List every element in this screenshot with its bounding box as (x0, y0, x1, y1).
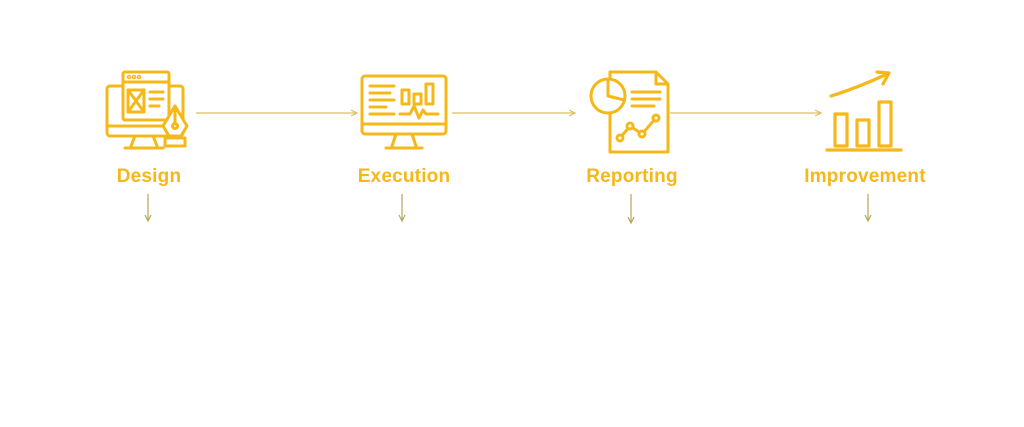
step-label-execution: Execution (357, 166, 451, 187)
monitor-dashboard-icon (360, 74, 448, 150)
step-design: Design (69, 66, 229, 188)
down-arrowhead-design (144, 214, 152, 223)
design-tools-icon (105, 70, 189, 150)
arrowhead-execution-reporting (568, 109, 577, 117)
down-arrowhead-improvement (864, 214, 872, 223)
step-label-improvement: Improvement (804, 166, 926, 187)
arrowhead-reporting-improvement (814, 109, 823, 117)
step-label-design: Design (116, 166, 182, 187)
growth-bar-chart-icon (825, 70, 903, 152)
down-arrowhead-reporting (627, 216, 635, 225)
arrowhead-design-execution (350, 109, 359, 117)
step-reporting: Reporting (552, 66, 712, 188)
step-label-reporting: Reporting (586, 166, 678, 187)
report-chart-icon (589, 70, 670, 154)
step-execution: Execution (324, 66, 484, 188)
step-improvement: Improvement (785, 66, 945, 188)
down-arrowhead-execution (398, 214, 406, 223)
